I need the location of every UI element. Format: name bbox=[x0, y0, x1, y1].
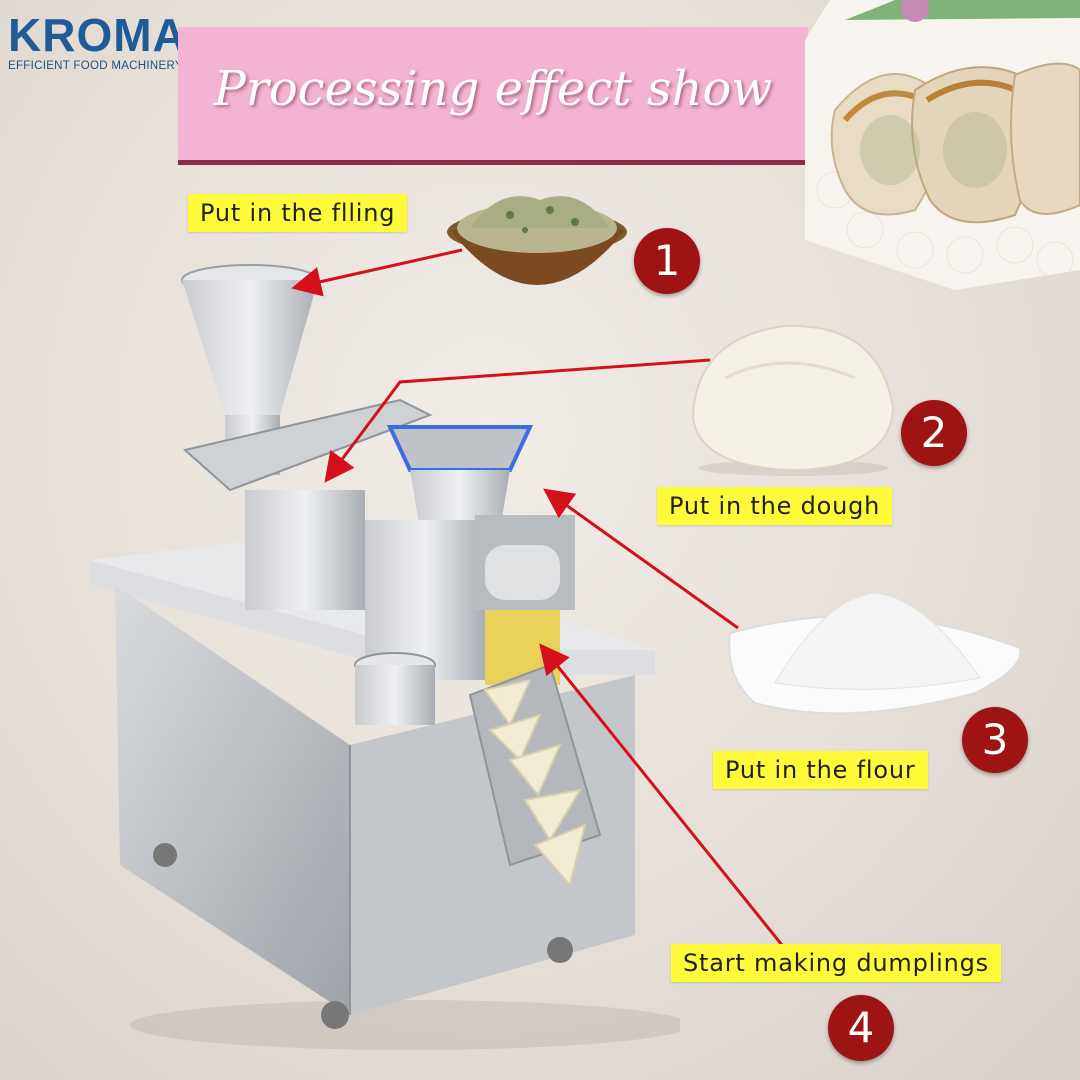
filling-bowl-icon bbox=[447, 196, 627, 285]
dough-ball-icon bbox=[691, 324, 895, 476]
step-4-label: Start making dumplings bbox=[671, 944, 1001, 982]
fried-dumplings-photo bbox=[805, 0, 1080, 290]
title-banner: Processing effect show bbox=[178, 27, 808, 165]
brand-logo: KROMA EFFICIENT FOOD MACHINERY bbox=[8, 12, 187, 72]
step-4-number: 4 bbox=[828, 995, 894, 1061]
step-1-number: 1 bbox=[634, 228, 700, 294]
flour-plate-icon bbox=[728, 592, 1022, 715]
step-3-label: Put in the flour bbox=[713, 751, 928, 789]
step-3-number: 3 bbox=[962, 707, 1028, 773]
step-1-label: Put in the flling bbox=[188, 194, 408, 232]
step-2-number: 2 bbox=[901, 400, 967, 466]
step-2-label: Put in the dough bbox=[657, 487, 893, 525]
brand-name: KROMA bbox=[8, 9, 187, 61]
banner-title: Processing effect show bbox=[213, 61, 773, 117]
dumpling-shapes bbox=[830, 62, 1080, 224]
brand-tagline: EFFICIENT FOOD MACHINERY bbox=[8, 60, 183, 72]
dumpling-machine bbox=[90, 264, 680, 1050]
